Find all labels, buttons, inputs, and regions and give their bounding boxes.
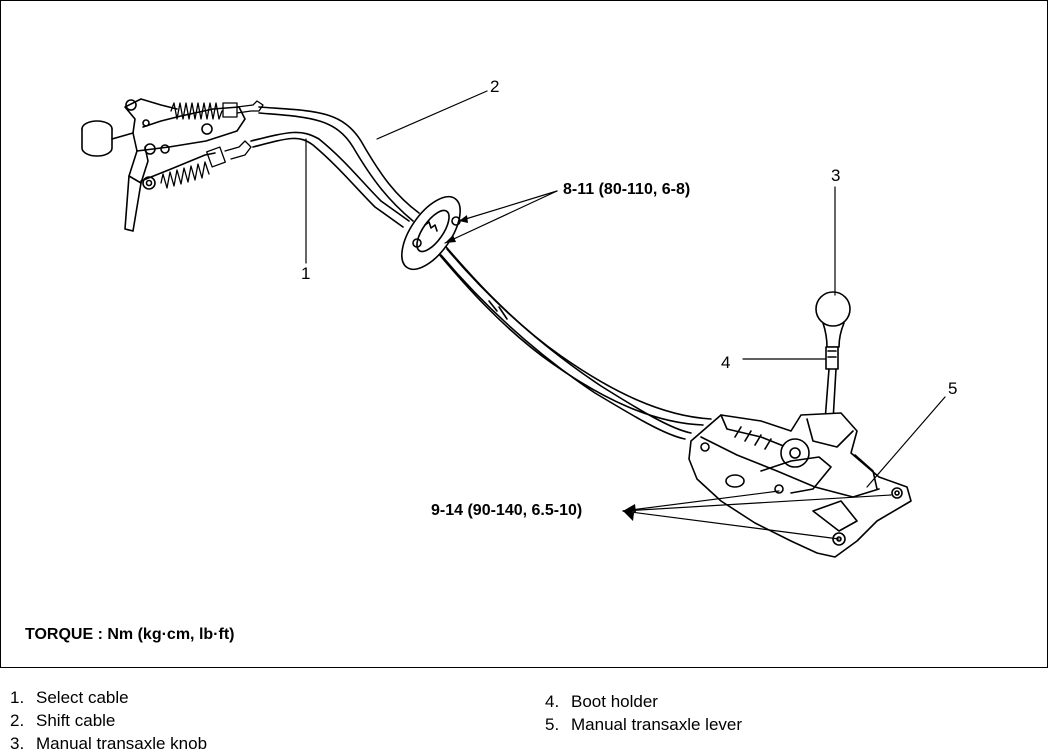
torque-flange-label: 8-11 (80-110, 6-8) (563, 181, 691, 198)
legend-item: 3.Manual transaxle knob (10, 734, 208, 753)
legend-item: 2.Shift cable (10, 711, 116, 730)
legend-item: 1.Select cable (10, 688, 129, 707)
cable-flange (401, 195, 461, 271)
select-cable (250, 131, 692, 440)
legend-right: 4.Boot holder 5.Manual transaxle lever (545, 690, 742, 736)
lever-housing (688, 412, 912, 558)
arrowheads (445, 215, 636, 521)
diagram-drawing (81, 90, 946, 558)
callout-5: 5 (948, 379, 958, 398)
legend-label: Boot holder (571, 692, 658, 711)
legend-label: Shift cable (36, 711, 116, 730)
legend-label: Select cable (36, 688, 129, 707)
callout-3: 3 (831, 166, 841, 185)
upper-spring (170, 100, 264, 120)
legend-item: 4.Boot holder (545, 692, 658, 711)
lower-spring (160, 140, 252, 189)
shift-knob-assembly (815, 291, 851, 422)
legend-left: 1.Select cable 2.Shift cable 3.Manual tr… (10, 686, 207, 755)
legend-label: Manual transaxle lever (571, 715, 743, 734)
legend-label: Manual transaxle knob (36, 734, 208, 753)
shift-cable (258, 106, 712, 426)
callout-2: 2 (490, 77, 500, 96)
callout-1: 1 (301, 264, 311, 283)
torque-lever-base-label: 9-14 (90-140, 6.5-10) (431, 502, 583, 519)
transaxle-bracket (81, 98, 246, 232)
callout-4: 4 (721, 353, 731, 372)
diagram-frame: 1 2 3 4 5 8-11 (80-110, 6-8) 9-14 (90-14… (0, 0, 1048, 668)
torque-units-note: TORQUE : Nm (kg·cm, lb·ft) (25, 626, 235, 643)
leader-lines (305, 90, 946, 540)
legend-item: 5.Manual transaxle lever (545, 715, 743, 734)
